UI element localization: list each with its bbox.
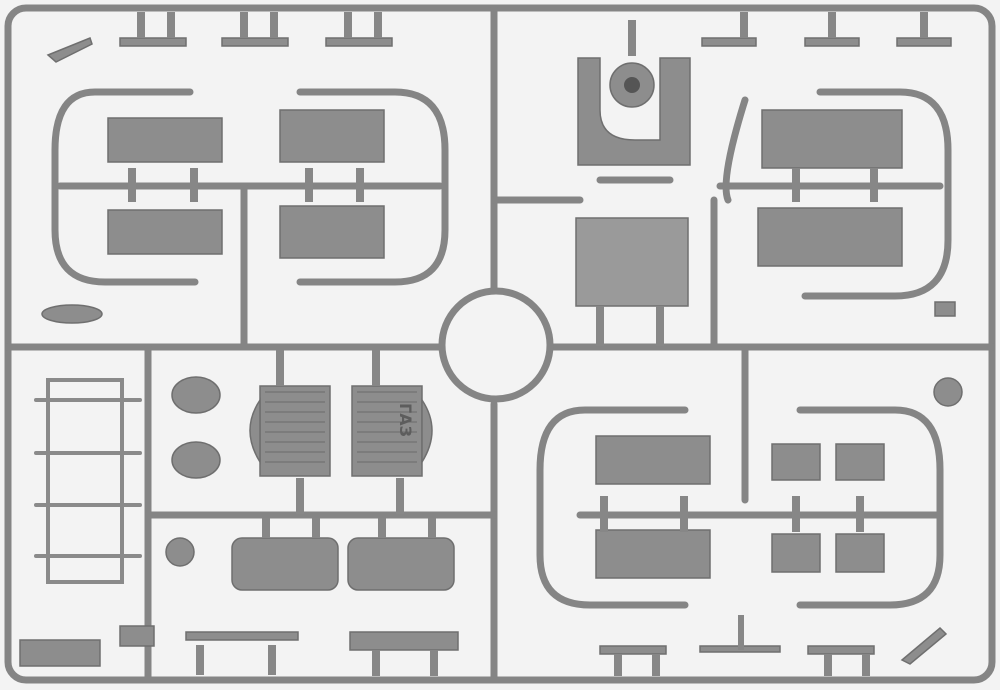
panel-parts bbox=[19, 109, 903, 667]
seat-part bbox=[577, 57, 691, 166]
ladder-part bbox=[34, 378, 142, 584]
central-ring bbox=[438, 287, 554, 403]
radiator-logo: ГАЗ bbox=[396, 403, 415, 437]
main-runners bbox=[4, 4, 996, 684]
fuel-tank-parts bbox=[165, 376, 963, 591]
sprue-gates bbox=[128, 12, 928, 676]
radiator-parts: ГАЗ bbox=[249, 385, 433, 477]
hand-rail-parts bbox=[51, 88, 952, 609]
